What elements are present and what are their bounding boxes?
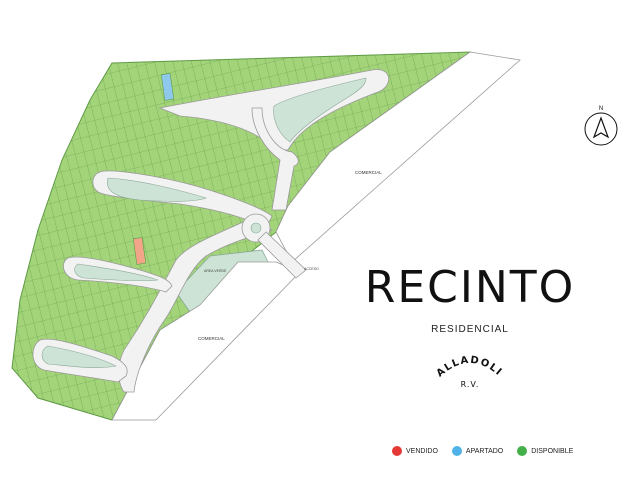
location-text: VALLADOLID: [410, 341, 504, 379]
north-arrow-icon: [592, 116, 610, 139]
legend-item-vendido: VENDIDO: [392, 446, 438, 456]
label-comercial-bottom: COMERCIAL: [198, 336, 225, 341]
legend-item-disponible: DISPONIBLE: [517, 446, 573, 456]
legend-label-vendido: VENDIDO: [406, 447, 438, 455]
legend: VENDIDO APARTADO DISPONIBLE: [392, 446, 573, 456]
legend-dot-disponible: [517, 446, 528, 456]
legend-dot-apartado: [451, 446, 462, 456]
legend-item-apartado: APARTADO: [451, 446, 504, 456]
legend-label-apartado: APARTADO: [465, 447, 504, 455]
label-area-verde: AREA VERDE: [204, 269, 227, 273]
label-acceso: ACCESO: [304, 267, 319, 271]
compass-label: N: [599, 106, 603, 112]
legend-label-disponible: DISPONIBLE: [531, 447, 574, 455]
lot-reserved[interactable]: [160, 73, 175, 101]
compass: N: [584, 106, 618, 146]
location-arc: VALLADOLID R.V.: [410, 341, 504, 389]
location-abbr: R.V.: [461, 380, 480, 389]
brand-subtitle: RESIDENCIAL: [431, 324, 509, 335]
brand-title: RECINTO: [364, 262, 576, 313]
brand-block: RECINTO RESIDENCIAL VALLADOLID R.V.: [330, 262, 610, 391]
location-arc-text: VALLADOLID: [410, 341, 503, 379]
commercial-strip-top: [275, 51, 521, 263]
lot-sold[interactable]: [132, 237, 147, 265]
park-islands: [41, 77, 367, 369]
legend-dot-vendido: [392, 446, 402, 456]
label-comercial-top: COMERCIAL: [355, 170, 382, 175]
